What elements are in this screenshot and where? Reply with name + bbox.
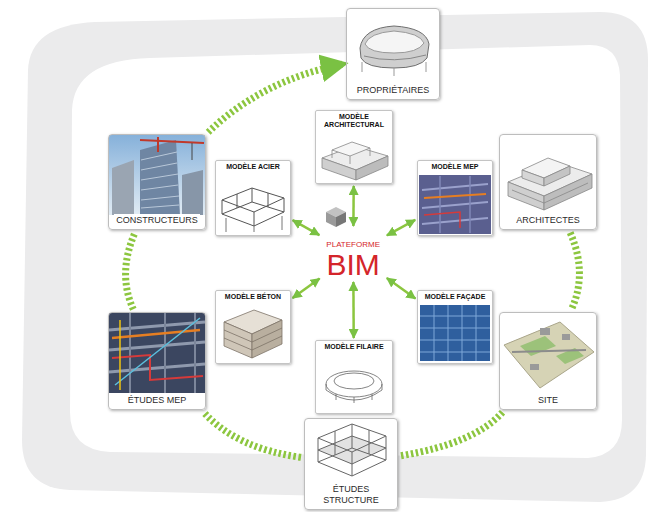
stakeholder-box: CONSTRUCTEURS xyxy=(108,134,206,230)
bim-cube-icon xyxy=(326,207,346,227)
cycle-arrow xyxy=(570,233,579,310)
concrete-model-picture xyxy=(224,310,282,358)
platform-logo-text: BIM xyxy=(325,250,382,280)
architectural-model-picture xyxy=(322,142,388,180)
construction-photo xyxy=(109,135,205,215)
cycle-arrow xyxy=(401,412,503,456)
mep-study-picture xyxy=(109,313,205,393)
background-inner xyxy=(70,45,622,458)
box-label: PROPRIÉTAIRES xyxy=(355,84,431,96)
connector-arrow xyxy=(387,220,415,236)
connector-arrow xyxy=(387,278,416,299)
platform-logo-box: PLATEFORMEBIM xyxy=(321,228,385,280)
architect-model-picture xyxy=(508,158,592,210)
facade-model-picture xyxy=(420,305,490,361)
model-label: MODÈLE MEP xyxy=(429,163,480,171)
model-label: MODÈLE FAÇADE xyxy=(423,293,488,301)
box-grounds xyxy=(108,8,597,510)
connector-arrow xyxy=(352,282,355,338)
model-label: MODÈLE ARCHITECTURAL xyxy=(318,113,390,128)
box-label: CONSTRUCTEURS xyxy=(114,214,200,226)
stakeholder-box: PROPRIÉTAIRES xyxy=(346,8,440,100)
structure-study-picture xyxy=(318,424,386,476)
platform-caption: PLATEFORME xyxy=(324,241,382,250)
cycle-arrow xyxy=(204,412,301,457)
mep-model-picture xyxy=(419,175,491,234)
stakeholder-box: SITE xyxy=(499,312,597,410)
box-label: ÉTUDES STRUCTURE xyxy=(307,483,395,506)
site-picture xyxy=(504,322,594,388)
wireframe-model-picture xyxy=(326,371,382,403)
steel-model-picture xyxy=(222,188,284,232)
box-label: ARCHITECTES xyxy=(514,214,582,226)
connector-arrow xyxy=(293,279,320,299)
box-label: ÉTUDES MEP xyxy=(126,394,189,406)
stakeholder-box: ÉTUDES STRUCTURE xyxy=(304,418,398,510)
box-label: SITE xyxy=(536,394,560,406)
connector-arrow xyxy=(293,220,320,235)
model-box: MODÈLE FILAIRE xyxy=(315,340,393,414)
model-label: MODÈLE FILAIRE xyxy=(322,343,385,351)
stakeholder-box: ÉTUDES MEP xyxy=(108,312,206,410)
model-label: MODÈLE BÉTON xyxy=(223,293,283,301)
cycle-arrow xyxy=(126,233,135,309)
model-box: MODÈLE MEP xyxy=(417,160,493,236)
connector-arrow xyxy=(352,186,355,226)
model-box: MODÈLE FAÇADE xyxy=(417,290,493,364)
model-box: MODÈLE ACIER xyxy=(215,160,291,236)
model-box: MODÈLE ARCHITECTURAL xyxy=(315,110,393,184)
model-box: MODÈLE BÉTON xyxy=(215,290,291,364)
model-label: MODÈLE ACIER xyxy=(224,163,281,171)
stakeholder-box: ARCHITECTES xyxy=(499,134,597,230)
stadium-picture xyxy=(360,26,429,76)
